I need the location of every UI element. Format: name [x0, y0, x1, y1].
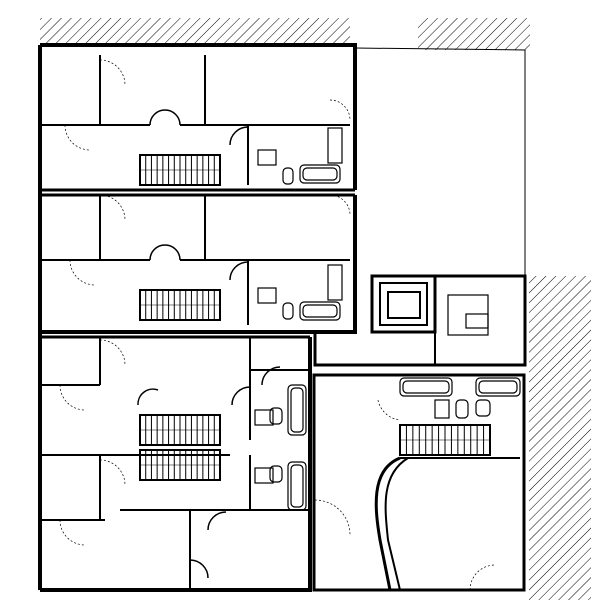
- stair-flight: [139, 154, 221, 186]
- walls: [38, 43, 527, 592]
- stair-flight: [139, 414, 221, 446]
- hatched-neighbor-top-left: [40, 18, 350, 44]
- stair-flight: [399, 424, 491, 456]
- bathroom-fixtures: [254, 127, 521, 511]
- hatched-neighbor-top-right: [418, 18, 530, 50]
- hatched-neighbor-right: [529, 276, 591, 600]
- stair-flight: [139, 289, 221, 321]
- stair-flight: [139, 449, 221, 481]
- stairs: [139, 154, 491, 481]
